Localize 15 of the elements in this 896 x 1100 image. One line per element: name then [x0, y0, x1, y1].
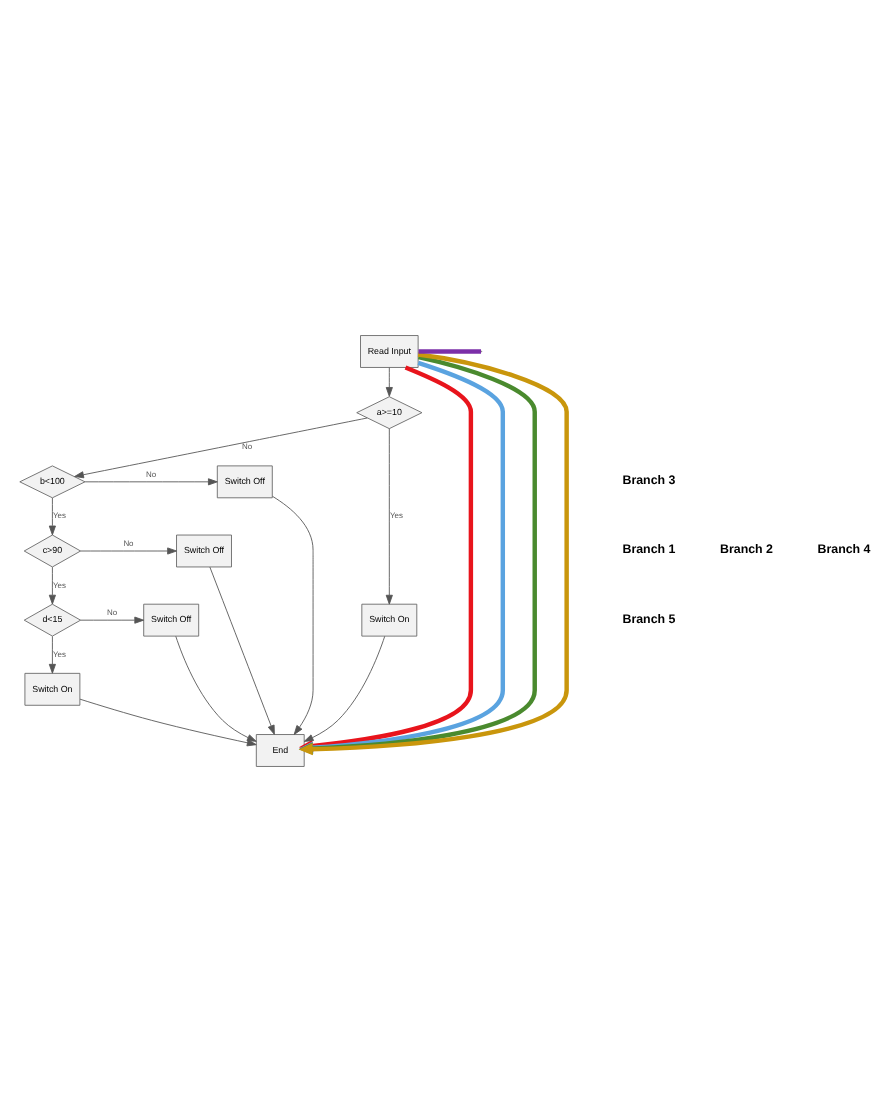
arrow — [80, 615, 145, 623]
arrow — [84, 477, 218, 485]
arrow — [48, 634, 56, 673]
arrow — [48, 496, 56, 535]
arrow — [80, 546, 177, 554]
arrow — [272, 494, 314, 734]
arrow — [209, 565, 275, 734]
arrow — [48, 565, 56, 604]
arrow — [74, 416, 368, 478]
arrow — [175, 634, 257, 741]
arrow — [385, 427, 393, 604]
arrow — [303, 634, 386, 741]
arrow — [385, 366, 393, 396]
arrow — [79, 697, 257, 746]
connector — [418, 348, 482, 353]
